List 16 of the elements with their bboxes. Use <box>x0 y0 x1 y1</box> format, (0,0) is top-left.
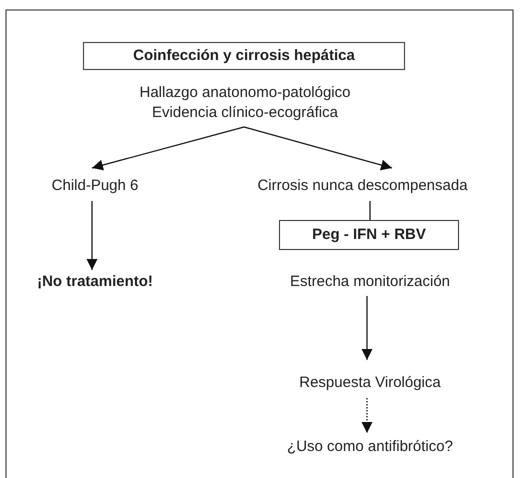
node-text: Hallazgo anatonomo-patológico Evidencia clínico-ecográfica <box>140 84 350 121</box>
arrow <box>92 126 244 170</box>
node-text: Coinfección y cirrosis hepática <box>133 46 355 66</box>
node-text: Peg - IFN + RBV <box>312 225 426 245</box>
arrow <box>362 398 372 433</box>
node-text: ¡No tratamiento! <box>37 273 153 290</box>
arrow <box>244 126 392 170</box>
node-text: Child-Pugh 6 <box>52 177 138 194</box>
node-text: Respuesta Virológica <box>299 374 441 391</box>
arrow <box>86 201 98 270</box>
node-text: Cirrosis nunca descompensada <box>257 177 468 194</box>
node-text: ¿Uso como antifibrótico? <box>287 438 453 455</box>
node-text: Estrecha monitorización <box>290 273 450 290</box>
process-box <box>83 42 405 70</box>
process-box <box>279 220 459 250</box>
arrow <box>362 296 372 360</box>
